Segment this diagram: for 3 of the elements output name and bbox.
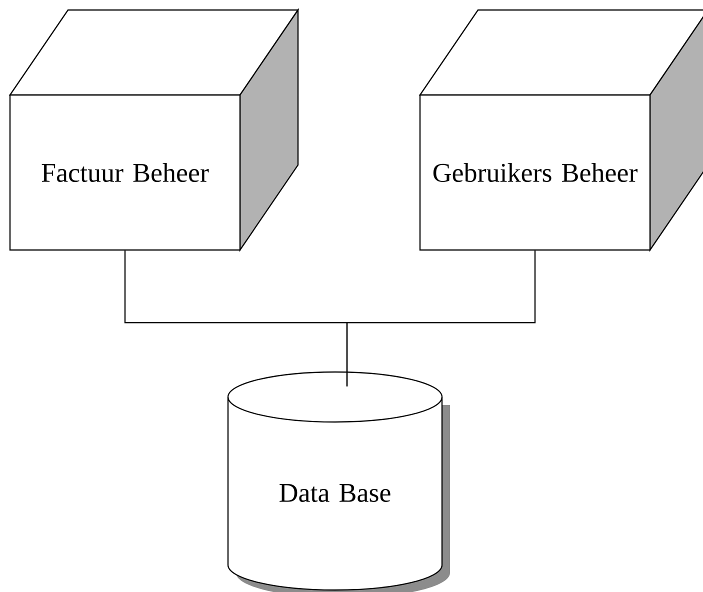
connector-line [346,250,536,386]
node-label: Data Base [280,484,390,502]
database-cylinder: Data Base [227,371,450,592]
